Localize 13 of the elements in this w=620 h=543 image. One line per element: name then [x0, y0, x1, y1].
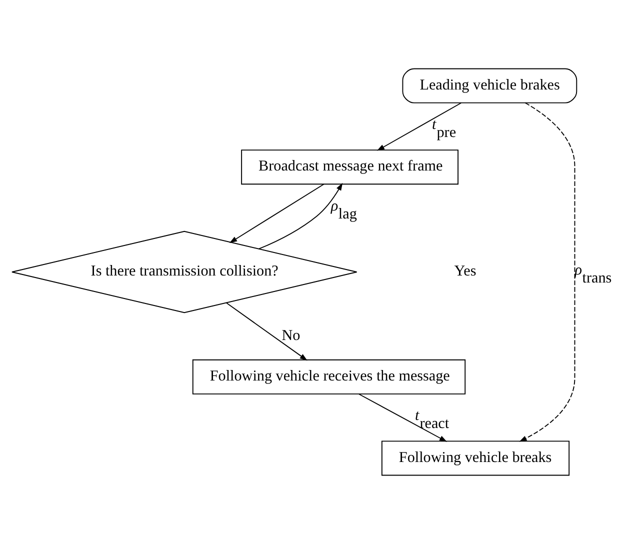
node-box: Following vehicle receives the message — [192, 358, 466, 394]
arrow — [358, 393, 448, 442]
arrow — [376, 102, 462, 150]
node-box: Broadcast message next frame — [241, 149, 458, 184]
arrow — [258, 182, 343, 249]
edge-label: No — [282, 327, 300, 344]
arrow — [226, 302, 308, 360]
node-box: Leading vehicle brakes — [402, 68, 578, 103]
arrow — [519, 102, 576, 442]
node-box: Following vehicle breaks — [381, 440, 570, 476]
arrow — [229, 183, 324, 242]
node-diamond: Is there transmission collision? — [12, 230, 358, 313]
label: Yes — [454, 263, 476, 280]
